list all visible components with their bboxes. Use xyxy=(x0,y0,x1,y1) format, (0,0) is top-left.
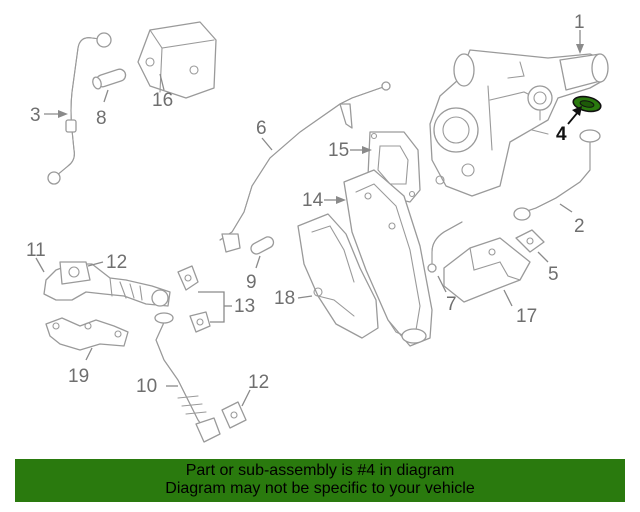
callout-17: 17 xyxy=(516,306,537,327)
callout-16: 16 xyxy=(152,90,173,111)
part-19-flange xyxy=(45,317,129,351)
callout-13: 13 xyxy=(234,296,255,317)
callout-6: 6 xyxy=(256,118,267,139)
part-14-shield xyxy=(343,169,433,347)
callout-labels: 1 2 3 4 5 6 7 8 9 10 11 12 12 13 14 15 1… xyxy=(26,12,585,397)
part-10-tube xyxy=(154,312,221,443)
callout-12-upper: 12 xyxy=(106,252,127,273)
parts-diagram: 1 2 3 4 5 6 7 8 9 10 11 12 12 13 14 15 1… xyxy=(26,12,609,443)
part-2-tube xyxy=(513,129,601,221)
part-18-manifold xyxy=(297,213,379,339)
info-banner: Part or sub-assembly is #4 in diagram Di… xyxy=(15,459,625,502)
callout-3: 3 xyxy=(30,105,41,126)
part-6-pipe xyxy=(219,81,391,253)
callout-4: 4 xyxy=(556,124,567,145)
callout-5: 5 xyxy=(548,264,559,285)
callout-9: 9 xyxy=(246,272,257,293)
banner-line-2: Diagram may not be specific to your vehi… xyxy=(165,480,475,497)
part-11-pipe xyxy=(43,261,171,307)
callout-12-lower: 12 xyxy=(248,372,269,393)
part-1-turbocharger xyxy=(429,49,609,197)
part-16-heat-shield xyxy=(137,21,217,99)
callout-1: 1 xyxy=(574,12,585,33)
callout-7: 7 xyxy=(446,294,457,315)
callout-14: 14 xyxy=(302,190,324,211)
callout-8: 8 xyxy=(96,108,107,129)
part-3-oil-line xyxy=(47,32,112,185)
part-13-gaskets xyxy=(177,265,211,333)
callout-10: 10 xyxy=(136,376,157,397)
callout-19: 19 xyxy=(68,366,89,387)
leader-lines xyxy=(35,30,584,407)
part-17-bracket xyxy=(443,237,531,303)
part-5-gasket xyxy=(515,229,545,253)
part-12-gasket-lower xyxy=(221,401,247,429)
callout-18: 18 xyxy=(274,288,295,309)
banner-line-1: Part or sub-assembly is #4 in diagram xyxy=(185,462,455,479)
part-8-hose xyxy=(92,68,127,90)
part-7-pipe xyxy=(427,221,463,273)
callout-15: 15 xyxy=(328,140,349,161)
callout-11: 11 xyxy=(26,240,46,261)
callout-2: 2 xyxy=(574,216,585,237)
part-9-hose xyxy=(250,236,275,255)
